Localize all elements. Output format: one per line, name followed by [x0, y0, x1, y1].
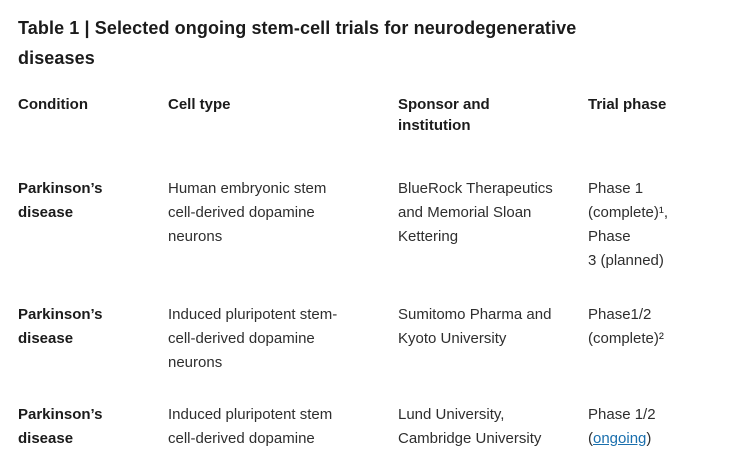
condition-cell: Parkinson’s disease [18, 406, 103, 447]
trial-phase-cell: Phase 1/2 (ongoing) [588, 403, 721, 449]
trial-phase-text: ) [646, 430, 652, 447]
table-title: Table 1 | Selected ongoing stem-cell tri… [18, 18, 577, 68]
condition-cell: Parkinson’s disease [18, 306, 103, 347]
column-header-sponsor-institution: Sponsor and institution [398, 96, 490, 134]
trial-phase-text: Phase 1/2 ( [588, 406, 656, 447]
column-header-condition: Condition [18, 96, 88, 113]
table-header-row: Condition Cell type Sponsor and institut… [18, 94, 721, 136]
table-row: Parkinson’s disease Induced pluripotent … [18, 303, 721, 375]
table-row: Parkinson’s disease Human embryonic stem… [18, 177, 721, 273]
trial-phase-cell: Phase1/2 (complete)² [588, 306, 664, 347]
sponsor-cell: Sumitomo Pharma and Kyoto University [398, 306, 552, 347]
condition-cell: Parkinson’s disease [18, 180, 103, 221]
trial-phase-cell: Phase 1 (complete)¹, Phase 3 (planned) [588, 180, 669, 269]
cell-type-cell: Induced pluripotent stem- cell-derived d… [168, 306, 338, 371]
sponsor-cell: BlueRock Therapeutics and Memorial Sloan… [398, 180, 553, 245]
table-row: Parkinson’s disease Induced pluripotent … [18, 403, 721, 449]
column-header-cell-type: Cell type [168, 96, 231, 113]
ongoing-trial-link[interactable]: ongoing [593, 430, 647, 447]
sponsor-cell: Lund University, Cambridge University an… [398, 406, 542, 447]
column-header-trial-phase: Trial phase [588, 96, 667, 113]
cell-type-cell: Induced pluripotent stem cell-derived do… [168, 406, 333, 447]
cell-type-cell: Human embryonic stem cell-derived dopami… [168, 180, 327, 245]
